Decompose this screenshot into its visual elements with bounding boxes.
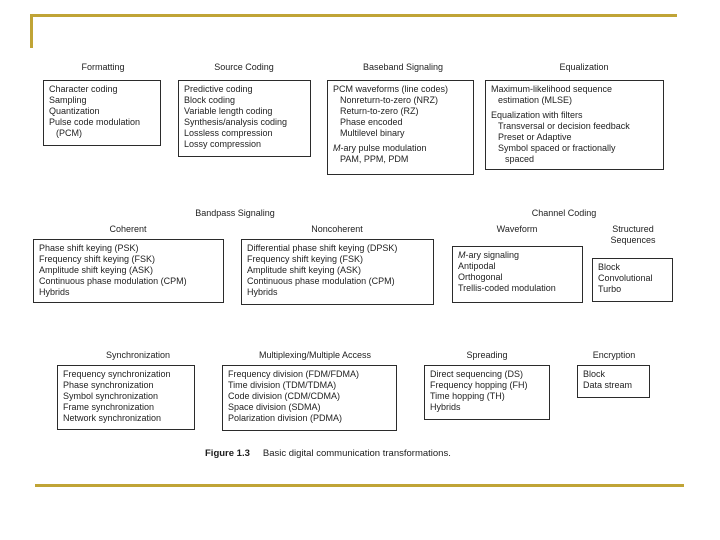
box-coherent: Phase shift keying (PSK)Frequency shift … [33, 239, 224, 303]
box-multiplexing: Frequency division (FDM/FDMA)Time divisi… [222, 365, 397, 431]
heading-structured-sequences: Structured Sequences [610, 224, 656, 245]
box-line: (PCM) [56, 128, 82, 138]
figure-caption: Figure 1.3 Basic digital communication tr… [205, 448, 451, 459]
box-line: Phase encoded [340, 117, 403, 127]
box-line: Direct sequencing (DS) [430, 369, 524, 379]
box-line: estimation (MLSE) [498, 95, 573, 105]
box-line: Preset or Adaptive [498, 132, 572, 142]
box-line: Hybrids [430, 402, 461, 412]
box-line: Amplitude shift keying (ASK) [39, 265, 154, 275]
box-line: Code division (CDM/CDMA) [228, 391, 341, 401]
box-line: Continuous phase modulation (CPM) [247, 276, 395, 286]
box-line: Convolutional [598, 273, 653, 283]
box-line: spaced [505, 154, 535, 164]
heading-equalization: Equalization [559, 62, 609, 72]
box-line: Lossy compression [184, 139, 262, 149]
box-line: Hybrids [39, 287, 70, 297]
box-line: Sampling [49, 95, 87, 105]
box-baseband-signaling: PCM waveforms (line codes)Nonreturn-to-z… [327, 80, 474, 175]
box-line: Symbol synchronization [63, 391, 159, 401]
box-line: Quantization [49, 106, 100, 116]
box-line: Character coding [49, 84, 118, 94]
heading-encryption: Encryption [592, 350, 636, 360]
box-line: Predictive coding [184, 84, 253, 94]
box-line: M-ary pulse modulation [333, 143, 427, 153]
box-line: Block [598, 262, 621, 272]
heading-synchronization: Synchronization [105, 350, 171, 360]
box-line: Nonreturn-to-zero (NRZ) [340, 95, 439, 105]
box-line: Phase synchronization [63, 380, 154, 390]
heading-channel-coding: Channel Coding [531, 208, 597, 218]
heading-spreading: Spreading [466, 350, 508, 360]
box-line: Orthogonal [458, 272, 503, 282]
box-line: Trellis-coded modulation [458, 283, 556, 293]
box-line: Lossless compression [184, 128, 273, 138]
box-line: Time hopping (TH) [430, 391, 505, 401]
box-spreading: Direct sequencing (DS)Frequency hopping … [424, 365, 550, 420]
figure-caption-label: Figure 1.3 [205, 448, 250, 459]
box-line: PAM, PPM, PDM [340, 154, 409, 164]
heading-multiplexing: Multiplexing/Multiple Access [258, 350, 372, 360]
box-line: Antipodal [458, 261, 496, 271]
box-line: Differential phase shift keying (DPSK) [247, 243, 398, 253]
box-line: Data stream [583, 380, 633, 390]
box-line: Turbo [598, 284, 622, 294]
box-line: Maximum-likelihood sequence [491, 84, 613, 94]
box-line: PCM waveforms (line codes) [333, 84, 449, 94]
box-line: Return-to-zero (RZ) [340, 106, 419, 116]
box-line: Frequency shift keying (FSK) [247, 254, 364, 264]
box-line: Block [583, 369, 606, 379]
heading-source-coding: Source Coding [214, 62, 274, 72]
box-line: Variable length coding [184, 106, 273, 116]
box-line: Frequency hopping (FH) [430, 380, 528, 390]
box-line: Equalization with filters [491, 110, 583, 120]
box-line: Pulse code modulation [49, 117, 141, 127]
box-noncoherent: Differential phase shift keying (DPSK)Fr… [241, 239, 434, 305]
heading-noncoherent: Noncoherent [311, 224, 363, 234]
top-accent-corner [30, 14, 33, 48]
bottom-accent-line [35, 484, 684, 487]
box-line: Continuous phase modulation (CPM) [39, 276, 187, 286]
box-line: Transversal or decision feedback [498, 121, 630, 131]
box-line: M-ary signaling [458, 250, 520, 260]
box-line: Frequency synchronization [63, 369, 171, 379]
box-line: Frequency shift keying (FSK) [39, 254, 156, 264]
box-line: Synthesis/analysis coding [184, 117, 288, 127]
box-line: Network synchronization [63, 413, 162, 423]
box-line: Time division (TDM/TDMA) [228, 380, 337, 390]
heading-waveform: Waveform [496, 224, 538, 234]
box-line: Amplitude shift keying (ASK) [247, 265, 362, 275]
box-line: Space division (SDMA) [228, 402, 321, 412]
box-line: Multilevel binary [340, 128, 405, 138]
heading-coherent: Coherent [109, 224, 147, 234]
heading-formatting: Formatting [81, 62, 125, 72]
box-line: Symbol spaced or fractionally [498, 143, 616, 153]
top-accent-line [30, 14, 677, 17]
heading-baseband-signaling: Baseband Signaling [362, 62, 444, 72]
box-line: Polarization division (PDMA) [228, 413, 343, 423]
box-line: Phase shift keying (PSK) [39, 243, 139, 253]
figure-caption-text: Basic digital communication transformati… [262, 448, 451, 459]
box-line: Block coding [184, 95, 236, 105]
box-line: Frequency division (FDM/FDMA) [228, 369, 360, 379]
box-line: Frame synchronization [63, 402, 155, 412]
heading-bandpass-signaling: Bandpass Signaling [195, 208, 275, 218]
box-line: Hybrids [247, 287, 278, 297]
